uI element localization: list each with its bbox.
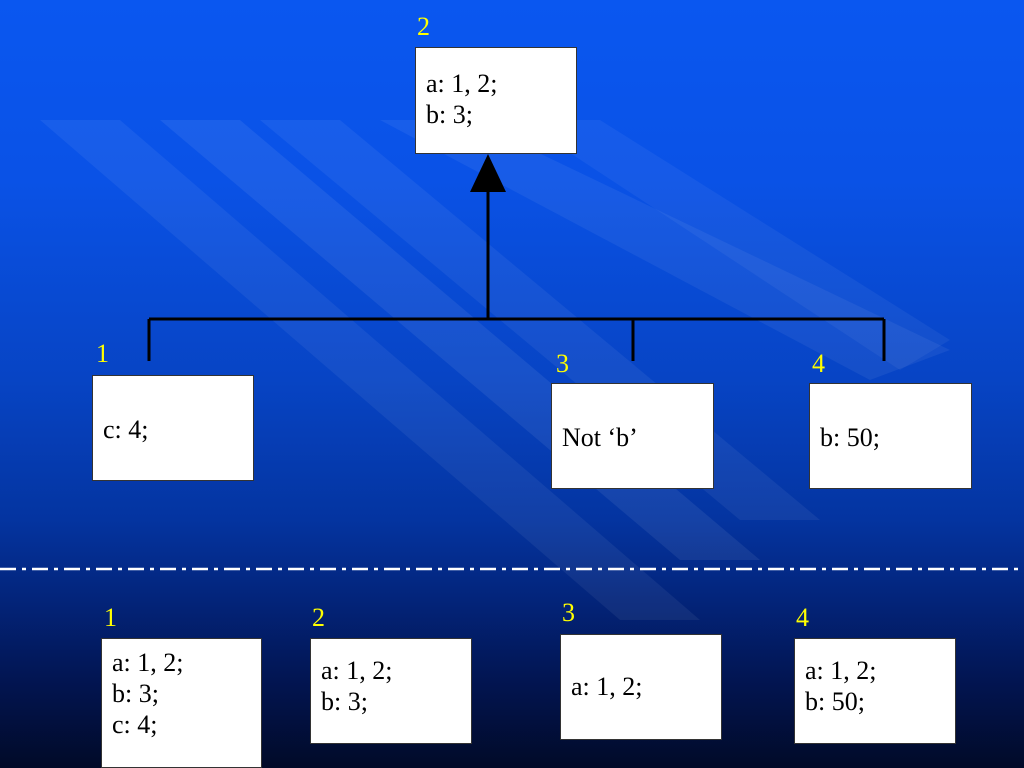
parent-line-1: a: 1, 2;	[426, 69, 498, 98]
result-2-line-1: a: 1, 2;	[321, 656, 393, 685]
result-4-number: 4	[796, 603, 809, 632]
child-3-number: 3	[556, 349, 569, 378]
child-1-line-1: c: 4;	[103, 415, 149, 444]
result-3-number: 3	[562, 598, 575, 627]
result-1-line-2: b: 3;	[112, 679, 159, 708]
result-1-line-1: a: 1, 2;	[112, 648, 184, 677]
child-4-box: b: 50;	[809, 383, 972, 489]
inheritance-arrowhead	[470, 154, 506, 192]
child-3-box: Not ‘b’	[551, 383, 714, 489]
result-2-line-2: b: 3;	[321, 687, 368, 716]
result-1-line-3: c: 4;	[112, 710, 158, 739]
result-4-line-2: b: 50;	[805, 687, 865, 716]
child-3-line-1: Not ‘b’	[562, 423, 638, 452]
parent-box: a: 1, 2; b: 3;	[415, 47, 577, 154]
child-1-box: c: 4;	[92, 375, 254, 481]
child-1-number: 1	[96, 339, 109, 368]
result-1-box: a: 1, 2; b: 3; c: 4;	[101, 638, 262, 768]
child-4-number: 4	[812, 349, 825, 378]
parent-number: 2	[417, 12, 430, 41]
result-2-number: 2	[312, 603, 325, 632]
parent-line-2: b: 3;	[426, 100, 473, 129]
result-2-box: a: 1, 2; b: 3;	[310, 638, 472, 744]
child-4-line-1: b: 50;	[820, 423, 880, 452]
result-4-box: a: 1, 2; b: 50;	[794, 638, 956, 744]
result-4-line-1: a: 1, 2;	[805, 656, 877, 685]
result-3-line-1: a: 1, 2;	[571, 672, 643, 701]
result-3-box: a: 1, 2;	[560, 634, 722, 740]
result-1-number: 1	[104, 603, 117, 632]
